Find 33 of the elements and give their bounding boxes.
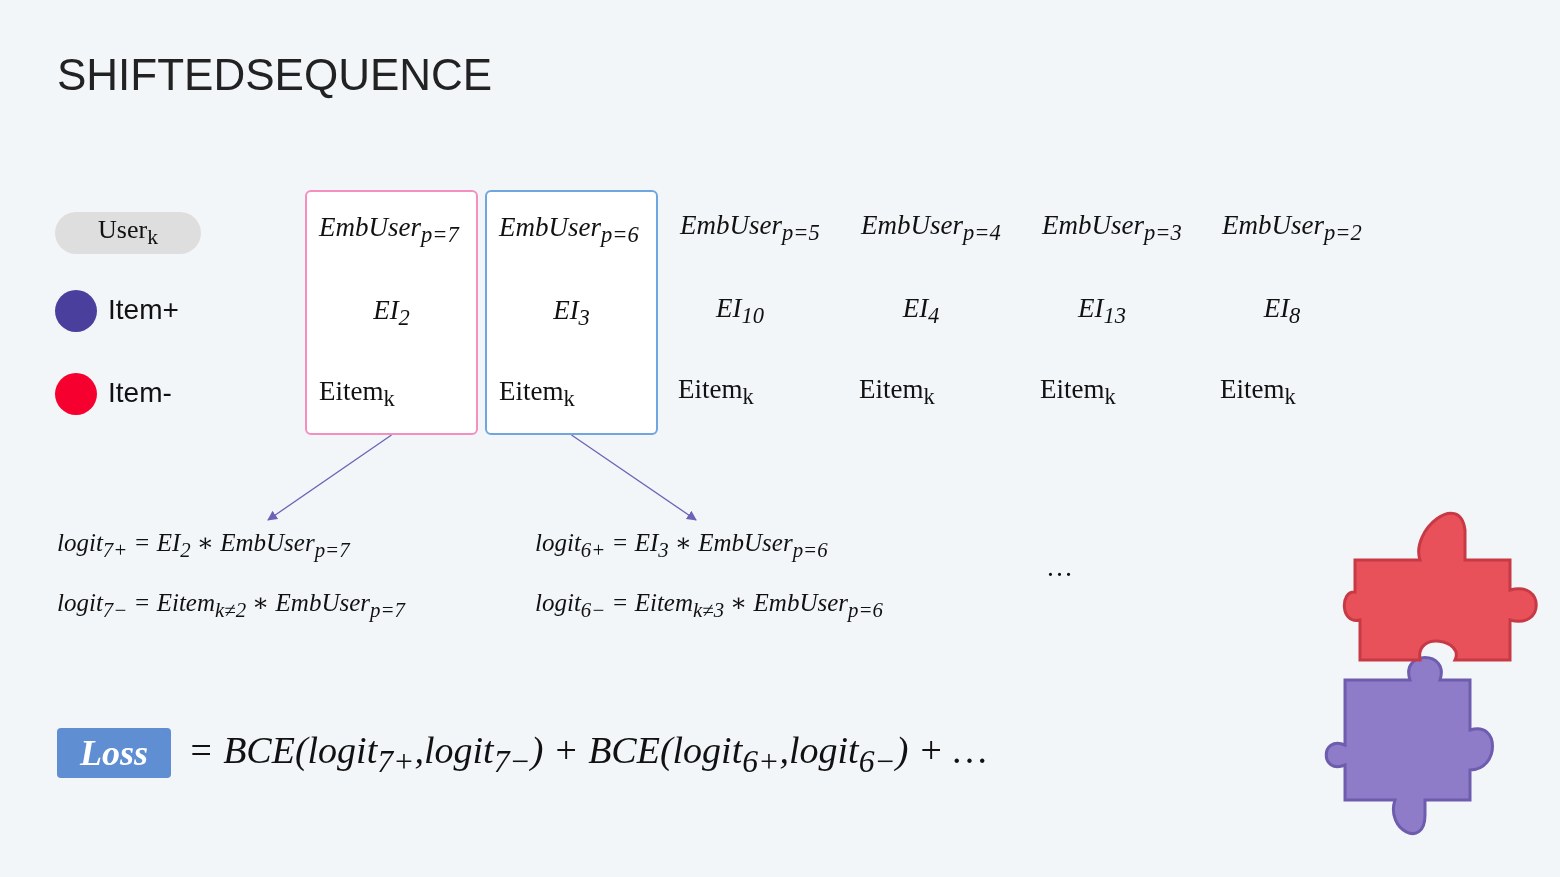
formula: logit$_{7+}$ = EI$_{2}$ ∗ EmbUser$_{p=7}$ [57, 528, 350, 563]
item-term: EI$_{4}$ [902, 293, 940, 330]
item-term: Eitem$_{k}$ [319, 376, 395, 413]
legend-label: Item- [108, 377, 172, 409]
formula: logit$_{7−}$ = Eitem$_{k≠2}$ ∗ EmbUser$_{p=7}$ [57, 588, 405, 623]
item-term: Eitem$_{k}$ [499, 376, 575, 413]
item-term: EI$_{10}$ [716, 293, 764, 330]
embedding-term: EmbUser$_{p=4}$ [861, 210, 1001, 247]
embedding-term: EmbUser$_{p=7}$ [319, 212, 459, 249]
legend-label: Item+ [108, 294, 179, 326]
loss-equation: = BCE(logit$_{7+}$,logit$_{7−}$) + BCE(logit$_{6+}$,logit$_{6−}$) + … [188, 728, 987, 780]
item-term: EI$_{3}$ [553, 295, 590, 332]
arrow [267, 434, 393, 521]
item-term: Eitem$_{k}$ [678, 374, 754, 411]
arrow [570, 434, 697, 521]
item-term: Eitem$_{k}$ [1040, 374, 1116, 411]
slide-title: SHIFTEDSEQUENCE [57, 50, 493, 100]
formula: logit$_{6−}$ = Eitem$_{k≠3}$ ∗ EmbUser$_{p=6}$ [535, 588, 883, 623]
loss-badge: Loss [57, 728, 171, 778]
item-term: EI$_{8}$ [1263, 293, 1301, 330]
embedding-term: EmbUser$_{p=3}$ [1042, 210, 1182, 247]
user-pill: User$_{k}$ [55, 212, 201, 254]
item-term: EI$_{2}$ [373, 295, 410, 332]
item-term: Eitem$_{k}$ [859, 374, 935, 411]
highlight-box [305, 190, 478, 435]
formula: logit$_{6+}$ = EI$_{3}$ ∗ EmbUser$_{p=6}$ [535, 528, 828, 563]
embedding-term: EmbUser$_{p=5}$ [680, 210, 820, 247]
item-term: EI$_{13}$ [1078, 293, 1126, 330]
highlight-box [485, 190, 658, 435]
embedding-term: EmbUser$_{p=2}$ [1222, 210, 1362, 247]
embedding-term: EmbUser$_{p=6}$ [499, 212, 639, 249]
item-term: Eitem$_{k}$ [1220, 374, 1296, 411]
ellipsis: … [1046, 552, 1073, 583]
